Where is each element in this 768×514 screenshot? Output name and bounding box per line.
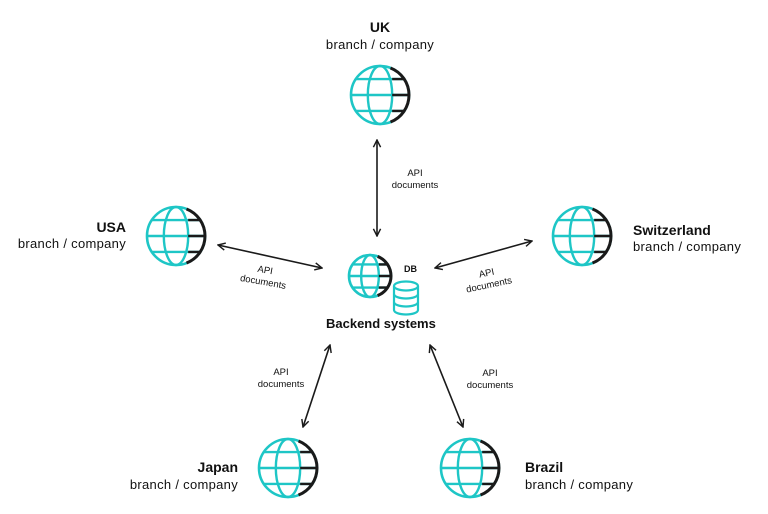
edge-label-uk: API documents: [385, 168, 445, 192]
node-japan-subtitle: branch / company: [129, 477, 238, 492]
backend-systems-title: Backend systems: [326, 316, 436, 331]
edge-label-japan-line1: API: [273, 367, 289, 378]
edge-label-brazil: API documents: [460, 368, 520, 392]
node-japan-title: Japan: [197, 459, 238, 475]
edge-label-japan: API documents: [251, 367, 311, 391]
edge-label-brazil-line2: documents: [466, 380, 514, 391]
node-switzerland-subtitle: branch / company: [633, 239, 742, 254]
node-brazil-subtitle: branch / company: [525, 477, 634, 492]
arrow-japan: [303, 345, 330, 427]
node-usa-title: USA: [96, 219, 126, 235]
globe-icon-usa: [145, 205, 207, 267]
edge-label-uk-line1: API: [407, 168, 423, 179]
arrow-usa: [218, 245, 322, 268]
globe-icon-japan: [257, 437, 319, 499]
globe-icon-brazil: [439, 437, 501, 499]
db-label: DB: [404, 264, 417, 274]
node-brazil-title: Brazil: [525, 459, 564, 475]
database-icon: [392, 280, 420, 316]
edge-label-japan-line2: documents: [257, 379, 305, 390]
globe-icon-uk: [349, 64, 411, 126]
arrow-switzerland: [435, 241, 532, 268]
globe-icon-backend: [347, 253, 393, 299]
arrow-brazil: [430, 345, 463, 427]
globe-icon-switzerland: [551, 205, 613, 267]
node-uk-title: UK: [369, 19, 391, 35]
node-usa-subtitle: branch / company: [17, 236, 126, 251]
edge-label-uk-line2: documents: [391, 180, 439, 191]
node-switzerland-title: Switzerland: [633, 222, 711, 238]
node-uk-subtitle: branch / company: [325, 37, 435, 52]
edge-label-brazil-line1: API: [482, 368, 498, 379]
